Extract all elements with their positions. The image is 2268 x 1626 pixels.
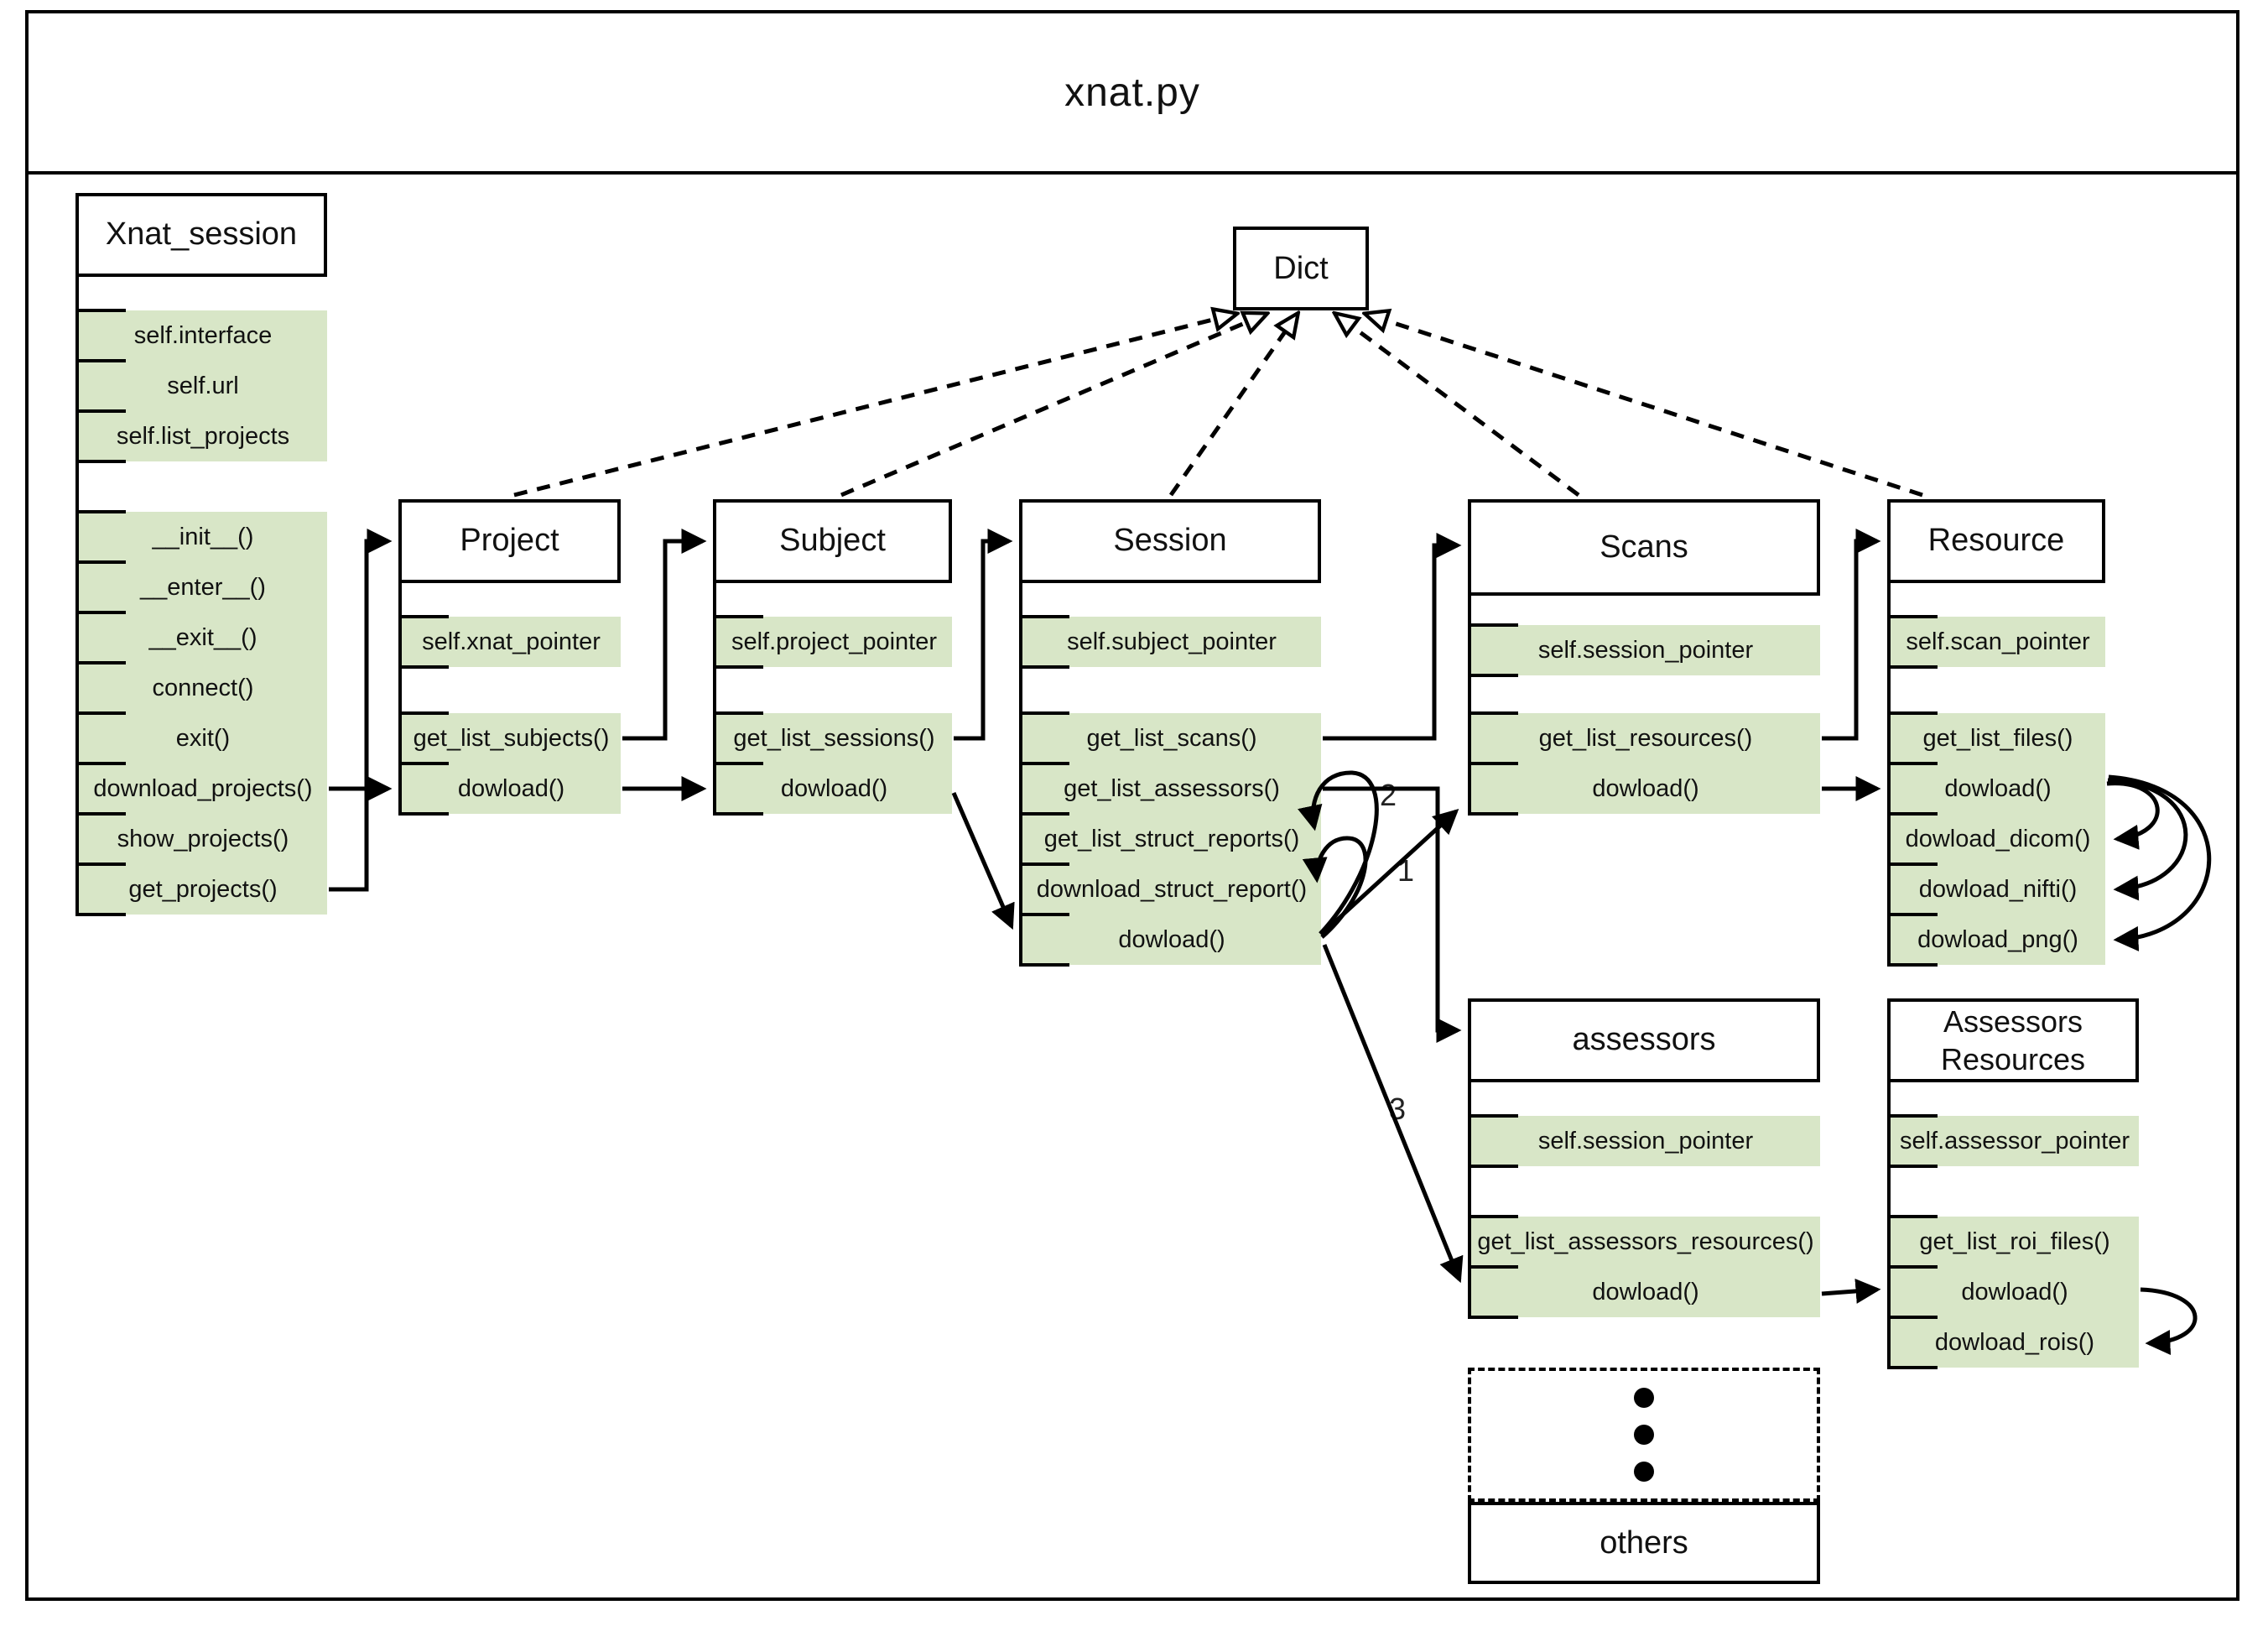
method-row: download_projects() xyxy=(75,762,327,814)
method-row: dowload() xyxy=(1887,1265,2139,1317)
method-row: get_list_subjects() xyxy=(398,711,621,763)
arrow-label-2: 2 xyxy=(1379,778,1397,812)
class-dict-title: Dict xyxy=(1273,250,1329,286)
method-row: dowload() xyxy=(1468,1265,1820,1319)
method-row: dowload() xyxy=(713,762,952,816)
class-project: Project self.xnat_pointer get_list_subje… xyxy=(398,499,621,816)
attribute-row: self.scan_pointer xyxy=(1887,615,2105,669)
method-row: get_list_files() xyxy=(1887,711,2105,763)
method-row: __init__() xyxy=(75,510,327,562)
method-row: get_list_assessors() xyxy=(1019,762,1321,814)
method-row: download_struct_report() xyxy=(1019,863,1321,915)
title-band: xnat.py xyxy=(29,13,2236,175)
method-row: dowload() xyxy=(1887,762,2105,814)
page-title: xnat.py xyxy=(1064,70,1200,115)
method-row: dowload() xyxy=(1019,913,1321,967)
attribute-row: self.xnat_pointer xyxy=(398,615,621,669)
class-session: Session self.subject_pointer get_list_sc… xyxy=(1019,499,1321,967)
outer-frame xyxy=(25,10,2239,1601)
class-assessors-title: assessors xyxy=(1468,998,1820,1082)
class-xnat-session: Xnat_session self.interface self.url sel… xyxy=(75,193,327,916)
attribute-row: self.session_pointer xyxy=(1468,623,1820,677)
method-row: dowload() xyxy=(1468,762,1820,816)
class-others-title: others xyxy=(1600,1524,1688,1561)
method-row: show_projects() xyxy=(75,812,327,864)
method-row: __exit__() xyxy=(75,611,327,663)
method-row: get_list_roi_files() xyxy=(1887,1215,2139,1267)
class-scans: Scans self.session_pointer get_list_reso… xyxy=(1468,499,1820,816)
method-row: get_list_assessors_resources() xyxy=(1468,1215,1820,1267)
method-row: get_projects() xyxy=(75,863,327,916)
method-row: get_list_resources() xyxy=(1468,711,1820,763)
class-scans-title: Scans xyxy=(1468,499,1820,596)
class-assessors-resources-title: Assessors Resources xyxy=(1887,998,2139,1082)
attribute-row: self.interface xyxy=(75,309,327,361)
method-row: get_list_scans() xyxy=(1019,711,1321,763)
attribute-row: self.list_projects xyxy=(75,409,327,463)
arrow-label-3: 3 xyxy=(1388,1092,1407,1126)
class-resource: Resource self.scan_pointer get_list_file… xyxy=(1887,499,2105,967)
class-project-title: Project xyxy=(398,499,621,583)
class-resource-title: Resource xyxy=(1887,499,2105,583)
attribute-row: self.url xyxy=(75,359,327,411)
class-subject: Subject self.project_pointer get_list_se… xyxy=(713,499,952,816)
method-row: dowload_png() xyxy=(1887,913,2105,967)
class-xnat-session-title: Xnat_session xyxy=(75,193,327,277)
ellipsis-dot xyxy=(1634,1388,1654,1408)
ellipsis-dot xyxy=(1634,1462,1654,1482)
class-session-title: Session xyxy=(1019,499,1321,583)
method-row: dowload_rois() xyxy=(1887,1316,2139,1369)
class-dict: Dict xyxy=(1233,227,1369,310)
class-subject-title: Subject xyxy=(713,499,952,583)
attribute-row: self.subject_pointer xyxy=(1019,615,1321,669)
method-row: get_list_sessions() xyxy=(713,711,952,763)
attribute-row: self.assessor_pointer xyxy=(1887,1114,2139,1168)
class-others: others xyxy=(1468,1502,1820,1584)
attribute-row: self.session_pointer xyxy=(1468,1114,1820,1168)
class-assessors-resources: Assessors Resources self.assessor_pointe… xyxy=(1887,998,2139,1369)
others-placeholder-box xyxy=(1468,1368,1820,1502)
method-row: connect() xyxy=(75,661,327,713)
method-row: __enter__() xyxy=(75,560,327,612)
class-assessors: assessors self.session_pointer get_list_… xyxy=(1468,998,1820,1319)
method-row: get_list_struct_reports() xyxy=(1019,812,1321,864)
method-row: dowload_nifti() xyxy=(1887,863,2105,915)
method-row: dowload_dicom() xyxy=(1887,812,2105,864)
method-row: exit() xyxy=(75,711,327,763)
method-row: dowload() xyxy=(398,762,621,816)
ellipsis-dot xyxy=(1634,1425,1654,1445)
arrow-label-1: 1 xyxy=(1397,853,1415,888)
attribute-row: self.project_pointer xyxy=(713,615,952,669)
